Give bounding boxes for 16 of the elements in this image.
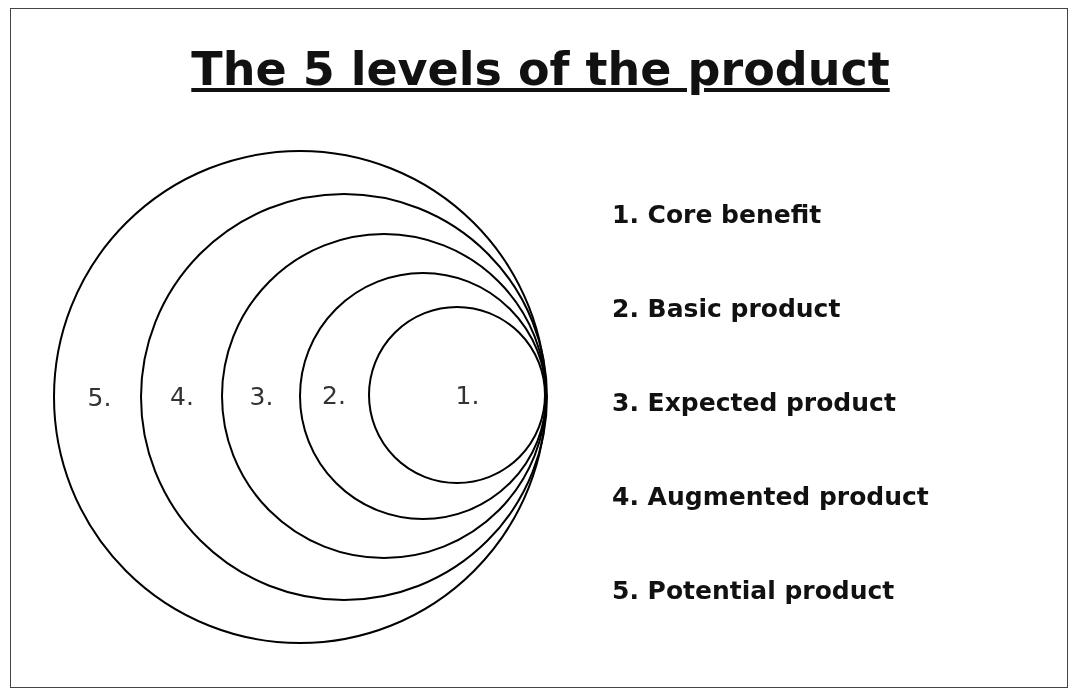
legend-item-text: 2. Basic product [612, 293, 841, 323]
level-number: 5. [87, 382, 112, 411]
ring-circle [221, 233, 547, 559]
ring-circle [53, 150, 547, 644]
title: The 5 levels of the product [190, 42, 891, 96]
legend-item-text: 4. Augmented product [612, 481, 929, 511]
ring-circle [139, 192, 548, 601]
level-number: 3. [249, 381, 274, 410]
level-number: 4. [170, 381, 194, 411]
ring-circle [368, 306, 546, 484]
level-number: 2. [322, 380, 346, 410]
level-number: 1. [455, 380, 480, 409]
ring-circle [298, 271, 547, 520]
legend-item-text: 5. Potential product [612, 575, 895, 605]
legend-item-text: 3. Expected product [612, 387, 896, 417]
legend-item-text: 1. Core benefit [612, 199, 822, 229]
